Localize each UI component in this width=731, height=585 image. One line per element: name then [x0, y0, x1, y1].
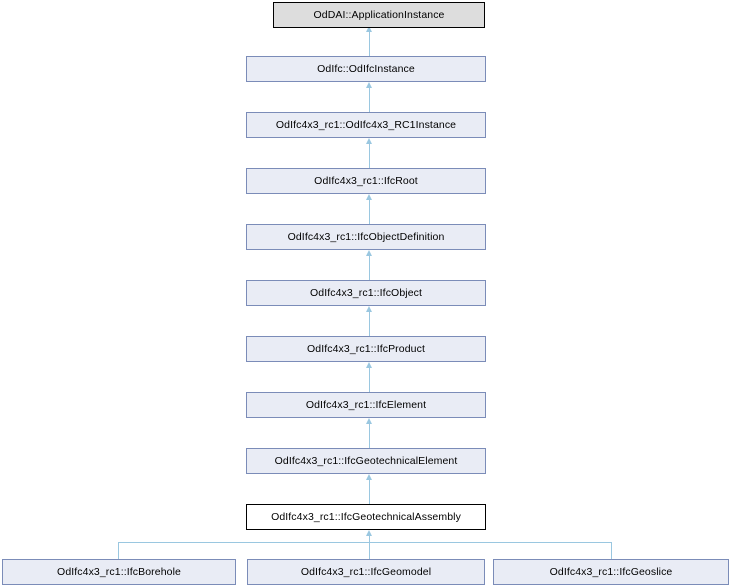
class-node-ifc-geotechnical-assembly[interactable]: OdIfc4x3_rc1::IfcGeotechnicalAssembly: [246, 504, 486, 530]
arrowhead-n9-to-n8: [366, 474, 372, 480]
arrowhead-n6-to-n5: [366, 306, 372, 312]
class-node-od-ifc-instance[interactable]: OdIfc::OdIfcInstance: [246, 56, 486, 82]
edge-n9-to-n8: [369, 476, 370, 506]
edge-n2-to-n1: [369, 84, 370, 114]
edge-n5-to-n4: [369, 252, 370, 282]
arrowhead-n3-to-n2: [366, 138, 372, 144]
arrowhead-subclasses-to-n9: [366, 530, 372, 536]
edge-n4-to-n3: [369, 196, 370, 226]
class-node-ifc-geotechnical-element[interactable]: OdIfc4x3_rc1::IfcGeotechnicalElement: [246, 448, 486, 474]
edge-n12-to-bus: [611, 542, 612, 559]
class-node-ifc-product[interactable]: OdIfc4x3_rc1::IfcProduct: [246, 336, 486, 362]
edge-n6-to-n5: [369, 308, 370, 338]
edge-subclass-busbar: [118, 542, 612, 543]
edge-n8-to-n7: [369, 420, 370, 450]
arrowhead-n1-to-n0: [366, 26, 372, 32]
edge-n10-to-bus: [118, 542, 119, 559]
arrowhead-n7-to-n6: [366, 362, 372, 368]
arrowhead-n8-to-n7: [366, 418, 372, 424]
arrowhead-n4-to-n3: [366, 194, 372, 200]
edge-n1-to-n0: [369, 28, 370, 58]
class-node-ifc-geoslice[interactable]: OdIfc4x3_rc1::IfcGeoslice: [493, 559, 729, 585]
class-node-od-dai-application-instance[interactable]: OdDAI::ApplicationInstance: [273, 2, 485, 28]
class-node-ifc-borehole[interactable]: OdIfc4x3_rc1::IfcBorehole: [2, 559, 236, 585]
class-node-ifc-object-definition[interactable]: OdIfc4x3_rc1::IfcObjectDefinition: [246, 224, 486, 250]
arrowhead-n5-to-n4: [366, 250, 372, 256]
class-node-ifc-object[interactable]: OdIfc4x3_rc1::IfcObject: [246, 280, 486, 306]
edge-subclass-stem: [369, 532, 370, 559]
class-node-od-ifc4x3-rc1-instance[interactable]: OdIfc4x3_rc1::OdIfc4x3_RC1Instance: [246, 112, 486, 138]
edge-n3-to-n2: [369, 140, 370, 170]
arrowhead-n2-to-n1: [366, 82, 372, 88]
class-node-ifc-root[interactable]: OdIfc4x3_rc1::IfcRoot: [246, 168, 486, 194]
class-node-ifc-element[interactable]: OdIfc4x3_rc1::IfcElement: [246, 392, 486, 418]
class-node-ifc-geomodel[interactable]: OdIfc4x3_rc1::IfcGeomodel: [247, 559, 485, 585]
edge-n7-to-n6: [369, 364, 370, 394]
